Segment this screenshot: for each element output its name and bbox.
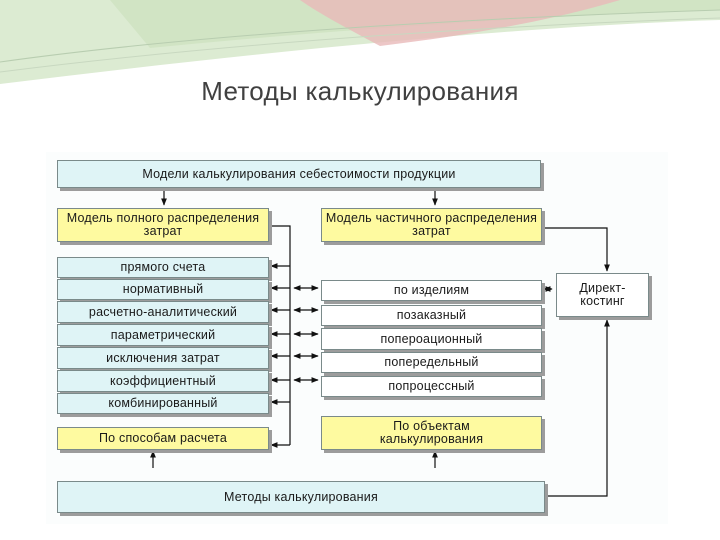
method-box-analytical: расчетно-аналитический [57, 301, 269, 323]
cost-models-box: Модели калькулирования себестоимости про… [57, 160, 541, 188]
method-box-parametric: параметрический [57, 324, 269, 346]
object-box-by-stage: попередельный [321, 352, 542, 373]
slide-title: Методы калькулирования [201, 76, 519, 106]
method-box-combined: комбинированный [57, 393, 269, 414]
method-box-direct-count: прямого счета [57, 257, 269, 278]
by-calc-objects-box: По объектам калькулирования [321, 416, 542, 450]
by-calc-method-box: По способам расчета [57, 427, 269, 450]
object-box-by-order: позаказный [321, 305, 542, 326]
method-box-cost-exclusion: исключения затрат [57, 347, 269, 369]
costing-methods-box: Методы калькулирования [57, 481, 545, 513]
full-cost-model-box: Модель полного распределения затрат [57, 208, 269, 242]
object-box-by-process: попроцессный [321, 376, 542, 397]
method-box-normative: нормативный [57, 279, 269, 300]
object-box-by-product: по изделиям [321, 280, 542, 301]
object-box-by-operation: попероационный [321, 328, 542, 350]
partial-cost-model-box: Модель частичного распределения затрат [321, 208, 542, 242]
method-box-coefficient: коэффициентный [57, 370, 269, 392]
direct-costing-box: Директ-костинг [556, 273, 649, 317]
